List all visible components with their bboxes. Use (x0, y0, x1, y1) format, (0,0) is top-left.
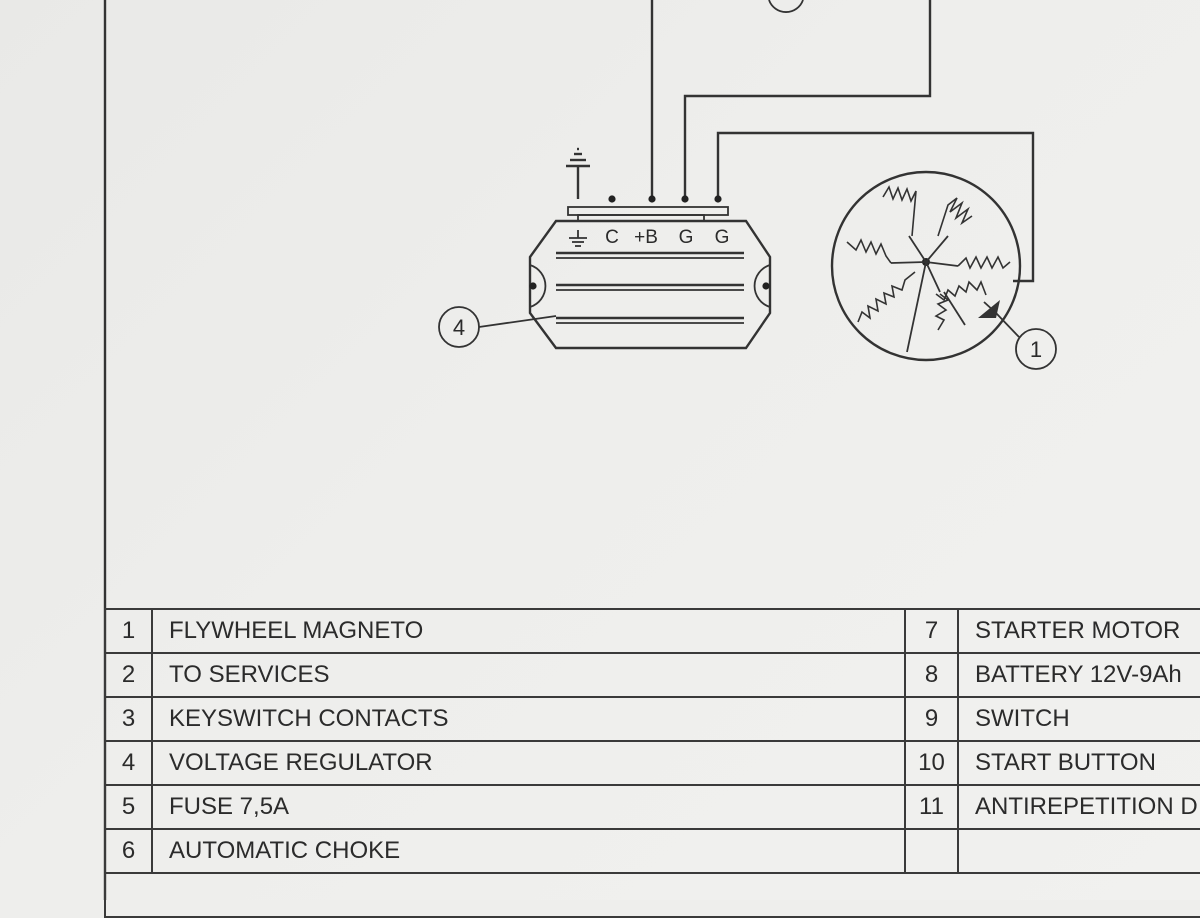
ground-symbol-top (566, 147, 590, 199)
terminal-label-g2: G (715, 227, 730, 248)
legend-number: 3 (104, 696, 153, 742)
legend-row: 3 KEYSWITCH CONTACTS 9 SWITCH (104, 696, 1200, 742)
legend-label: STARTER MOTOR (957, 608, 1200, 654)
legend-number: 7 (904, 608, 959, 654)
legend-number: 11 (904, 784, 959, 830)
legend-blank-cell (104, 872, 1200, 918)
legend-number: 9 (904, 696, 959, 742)
legend-row: 4 VOLTAGE REGULATOR 10 START BUTTON (104, 740, 1200, 786)
legend-row: 5 FUSE 7,5A 11 ANTIREPETITION D (104, 784, 1200, 830)
ground-symbol-label (569, 230, 587, 247)
legend-label: ANTIREPETITION D (957, 784, 1200, 830)
legend-label (957, 828, 1200, 874)
legend-number: 5 (104, 784, 153, 830)
legend-number: 8 (904, 652, 959, 698)
callout-circle-partial (768, 0, 804, 13)
terminal-label-c: C (605, 227, 619, 248)
legend-number: 2 (104, 652, 153, 698)
legend-label: FLYWHEEL MAGNETO (151, 608, 906, 654)
legend-row: 2 TO SERVICES 8 BATTERY 12V-9Ah (104, 652, 1200, 698)
legend-row: 1 FLYWHEEL MAGNETO 7 STARTER MOTOR (104, 608, 1200, 654)
legend-number: 1 (104, 608, 153, 654)
voltage-regulator: C +B G G (528, 147, 772, 350)
legend-number: 10 (904, 740, 959, 786)
legend-number: 6 (104, 828, 153, 874)
legend-label: KEYSWITCH CONTACTS (151, 696, 906, 742)
terminal-label-b: +B (634, 227, 658, 248)
legend-number: 4 (104, 740, 153, 786)
legend-row-blank (104, 872, 1200, 918)
svg-text:4: 4 (453, 315, 465, 340)
legend-number (904, 828, 959, 874)
flywheel-magneto (830, 170, 1022, 362)
legend-table: 1 FLYWHEEL MAGNETO 7 STARTER MOTOR 2 TO … (104, 608, 1200, 918)
legend-label: SWITCH (957, 696, 1200, 742)
regulator-pins (608, 195, 722, 203)
legend-label: FUSE 7,5A (151, 784, 906, 830)
regulator-wires (650, 0, 1035, 283)
legend-body: 1 FLYWHEEL MAGNETO 7 STARTER MOTOR 2 TO … (104, 608, 1200, 918)
legend-label: TO SERVICES (151, 652, 906, 698)
callout-regulator: 4 (438, 306, 557, 348)
terminal-label-g1: G (679, 227, 694, 248)
callout-magneto: 1 (995, 312, 1057, 370)
terminal-strip (567, 206, 729, 216)
svg-text:1: 1 (1030, 337, 1042, 362)
regulator-body (528, 219, 772, 350)
legend-row: 6 AUTOMATIC CHOKE (104, 828, 1200, 874)
legend-label: BATTERY 12V-9Ah (957, 652, 1200, 698)
legend-label: START BUTTON (957, 740, 1200, 786)
legend-label: AUTOMATIC CHOKE (151, 828, 906, 874)
legend-label: VOLTAGE REGULATOR (151, 740, 906, 786)
